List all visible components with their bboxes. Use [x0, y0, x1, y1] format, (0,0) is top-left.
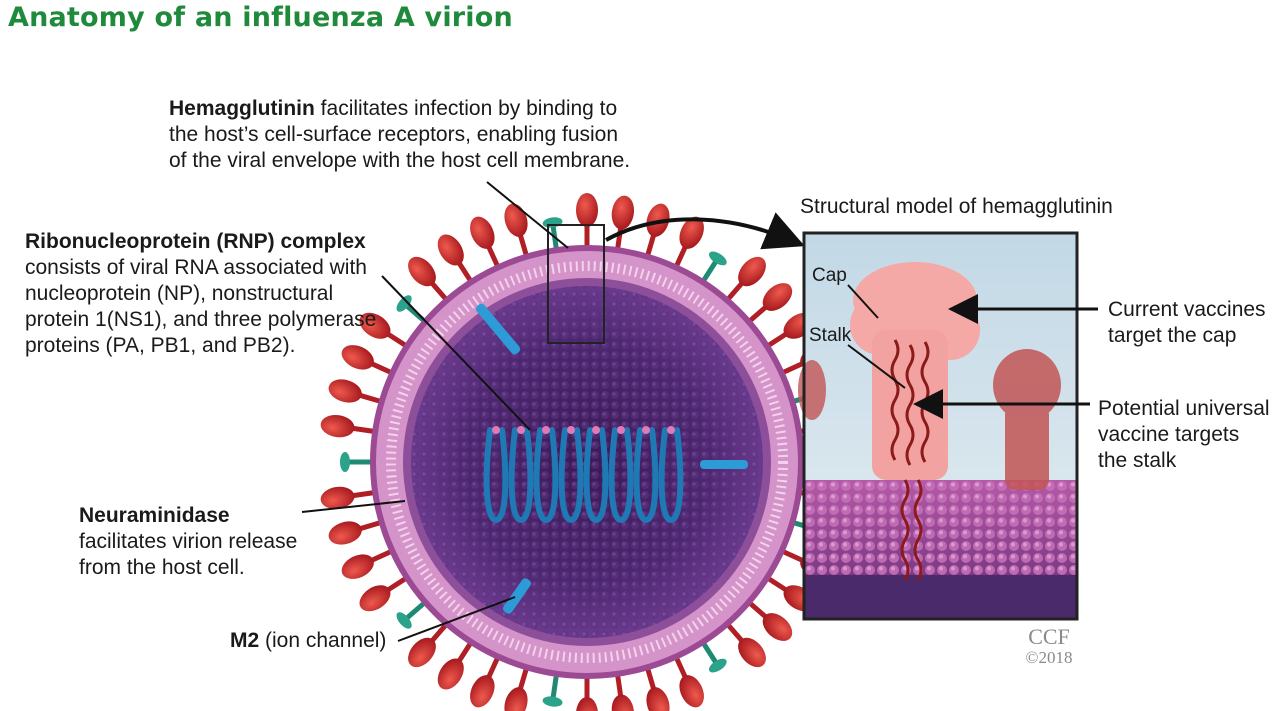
hemagglutinin-caption: Hemagglutinin facilitates infection by b…	[169, 97, 631, 172]
rnp-leader	[381, 275, 531, 431]
rnp-caption: Ribonucleoprotein (RNP) complex consists…	[25, 230, 377, 357]
m2-leader	[397, 596, 516, 642]
polymerase-bead	[492, 426, 500, 434]
virion	[320, 193, 856, 711]
polymerase-bead	[642, 426, 650, 434]
rnp-strand	[608, 427, 634, 524]
rnp-complex	[483, 426, 684, 524]
hemagglutinin-model	[850, 262, 980, 581]
cap-label: Cap	[812, 265, 847, 286]
rnp-strand	[533, 427, 559, 524]
neuraminidase-name: Neuraminidase	[79, 504, 230, 527]
page-title: Anatomy of an influenza A virion	[8, 2, 513, 33]
m2-channel	[503, 578, 531, 614]
neuraminidase-leader	[301, 500, 406, 513]
rnp-name: Ribonucleoprotein (RNP) complex	[25, 230, 366, 253]
curved-arrow	[605, 212, 805, 250]
rnp-strand	[508, 427, 534, 524]
neuraminidase-caption: Neuraminidase facilitates virion release…	[79, 504, 298, 579]
rnp-strand	[658, 427, 684, 524]
structural-panel	[798, 231, 1079, 621]
rnp-strand	[633, 427, 659, 524]
m2-channel	[475, 303, 521, 355]
polymerase-bead	[617, 426, 625, 434]
rnp-strand	[558, 427, 584, 524]
rnp-strand	[483, 427, 509, 524]
neuraminidase-spike	[340, 452, 377, 472]
current-vaccines-label: Current vaccines target the cap	[1108, 298, 1266, 347]
hemagglutinin-spike	[576, 193, 598, 252]
hemagglutinin-leader	[486, 181, 569, 249]
m2-channel	[700, 460, 748, 469]
panel-title: Structural model of hemagglutinin	[800, 195, 1113, 218]
polymerase-bead	[592, 426, 600, 434]
rnp-strand	[583, 427, 609, 524]
polymerase-bead	[517, 426, 525, 434]
hemagglutinin-name: Hemagglutinin	[169, 97, 315, 120]
universal-vaccine-label: Potential universal vaccine targets the …	[1098, 397, 1270, 472]
stalk-label: Stalk	[809, 325, 852, 346]
polymerase-bead	[542, 426, 550, 434]
polymerase-bead	[667, 426, 675, 434]
highlight-box	[547, 224, 605, 344]
hemagglutinin-spike	[576, 672, 598, 711]
copyright-credit: CCF ©2018	[1025, 624, 1073, 668]
m2-caption: M2 (ion channel)	[230, 629, 387, 652]
polymerase-bead	[567, 426, 575, 434]
m2-name: M2	[230, 629, 260, 652]
